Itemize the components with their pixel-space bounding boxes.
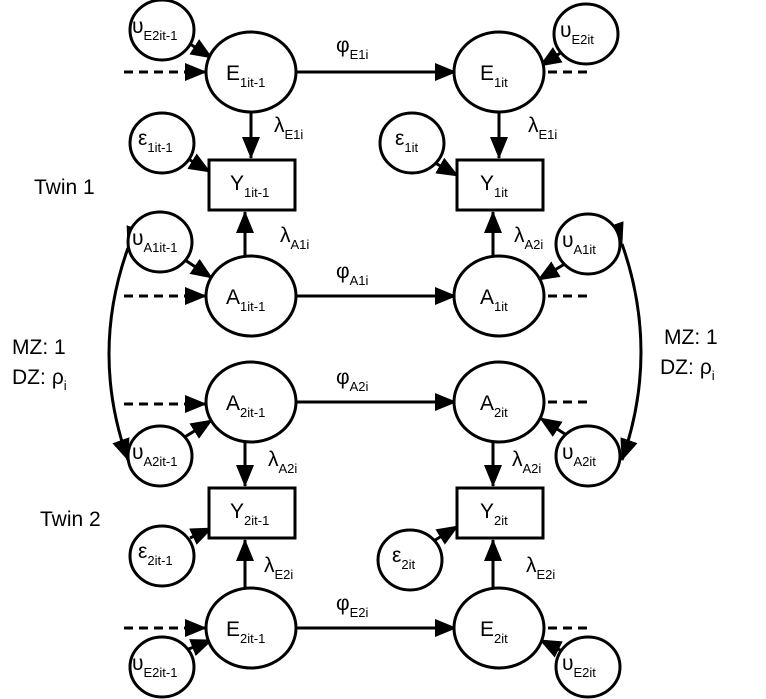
label-lamE1-cur: λE1i: [528, 114, 557, 142]
residual-uE2-cur-bottom: [554, 635, 622, 699]
dz-right-label: DZ:ρi: [660, 356, 715, 383]
label-lamE1-prev: λE1i: [274, 114, 303, 142]
label-A2-prev: A2it-1: [226, 392, 265, 420]
box-Y2-prev: [207, 486, 297, 540]
residual-eps1-prev: [128, 111, 196, 175]
label-eps1-prev: ε1it-1: [138, 127, 173, 155]
residual-uA2-cur: [554, 424, 622, 488]
correlation-arc-left: [107, 225, 144, 461]
label-A1-cur: A1it: [480, 286, 508, 314]
label-uA2-cur: υA2it: [562, 441, 596, 469]
label-phiA1: φA1i: [336, 260, 369, 288]
arrow-uA1cur-A1: [537, 260, 569, 282]
label-phiE2: φE2i: [336, 592, 369, 620]
label-uE2-prev-bottom: υE2it-1: [132, 652, 177, 680]
label-lamE2-cur: λE2i: [526, 554, 555, 582]
label-lamE2-prev: λE2i: [264, 554, 293, 582]
box-Y1-prev: [207, 158, 297, 212]
label-Y1-prev: Y1it-1: [230, 172, 269, 200]
node-E2-prev: [204, 586, 298, 670]
label-uE2-cur-bottom: υE2it: [562, 652, 596, 680]
label-uA1-prev: υA1it-1: [132, 227, 177, 255]
label-eps2-cur: ε2it: [392, 544, 415, 572]
node-E2-cur: [452, 586, 546, 670]
label-Y2-prev: Y2it-1: [230, 500, 269, 528]
label-phiA2: φA2i: [336, 366, 369, 394]
node-A1-cur: [452, 254, 546, 338]
label-Y2-cur: Y2it: [480, 500, 508, 528]
node-E1-cur: [452, 30, 546, 114]
twin1-label: Twin 1: [34, 176, 95, 199]
label-E2-prev: E2it-1: [226, 618, 265, 646]
box-Y2-cur: [455, 486, 545, 540]
arrow-uA1prev-A1: [181, 256, 213, 280]
node-A2-prev: [204, 360, 298, 444]
node-A2-cur: [452, 360, 546, 444]
label-lamA2-cur-top: λA2i: [514, 224, 543, 252]
label-E1-cur: E1it: [480, 62, 508, 90]
label-lamA1-prev: λA1i: [280, 224, 309, 252]
label-uE2-prev: υE2it-1: [132, 15, 177, 43]
arrow-eps1prev-Y1: [187, 153, 211, 174]
label-uE2-cur-top: υE2it: [560, 19, 594, 47]
label-eps1-cur: ε1it: [395, 127, 418, 155]
node-E1-prev: [204, 30, 298, 114]
residual-uE2-cur-top: [552, 2, 620, 66]
correlation-arc-right: [606, 221, 643, 461]
label-eps2-prev: ε2it-1: [138, 540, 173, 568]
label-Y1-cur: Y1it: [480, 172, 508, 200]
node-A1-prev: [204, 254, 298, 338]
label-E2-cur: E2it: [480, 618, 508, 646]
label-E1-prev: E1it-1: [226, 62, 265, 90]
residual-uE2-prev-bottom: [128, 635, 196, 699]
residual-uE2-prev: [128, 0, 196, 62]
dz-left-label: DZ:ρi: [12, 366, 67, 393]
label-A2-cur: A2it: [480, 392, 508, 420]
label-A1-prev: A1it-1: [226, 286, 265, 314]
box-Y1-cur: [455, 158, 545, 212]
arrow-eps2cur-Y2: [431, 524, 459, 545]
residual-eps2-cur: [376, 528, 444, 592]
label-uA2-prev: υA2it-1: [132, 441, 177, 469]
mz-left-label: MZ: 1: [12, 336, 66, 359]
residual-uA2-prev: [126, 424, 194, 488]
label-uA1-cur: υA1it: [562, 229, 596, 257]
twin2-label: Twin 2: [40, 508, 101, 531]
mz-right-label: MZ: 1: [664, 326, 718, 349]
label-lamA2-prev: λA2i: [268, 448, 297, 476]
label-lamA2-cur: λA2i: [512, 448, 541, 476]
arrow-uA2cur-A2: [539, 416, 569, 438]
residual-uA1-prev: [126, 210, 194, 274]
label-phiE1: φE1i: [336, 34, 369, 62]
residual-eps2-prev: [128, 524, 196, 588]
residual-eps1-cur: [378, 111, 446, 175]
residual-uA1-cur: [554, 212, 622, 276]
